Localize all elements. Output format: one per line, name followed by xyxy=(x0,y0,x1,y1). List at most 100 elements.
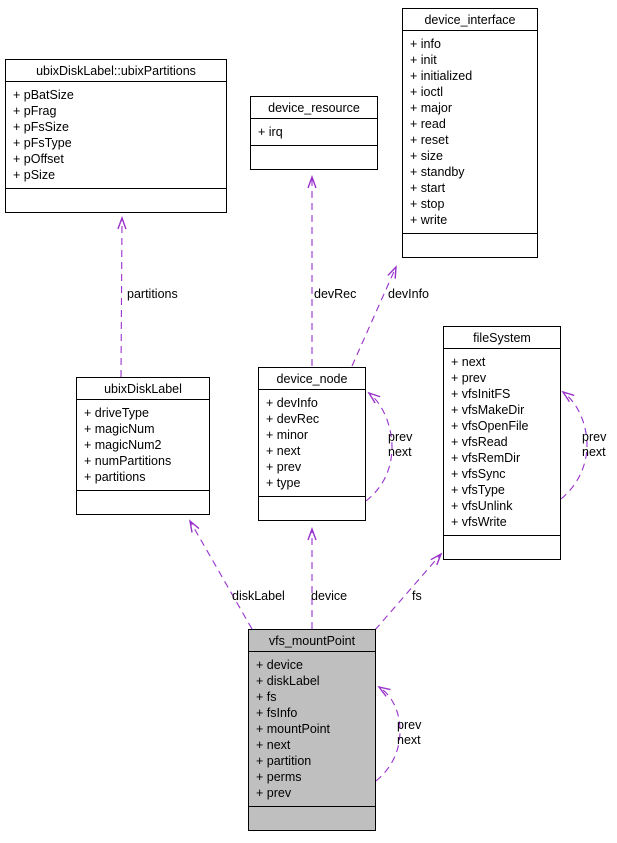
class-methods-compartment xyxy=(6,188,226,212)
class-box-ubixdisklabel[interactable]: ubixDiskLabel + driveType + magicNum + mag… xyxy=(76,377,210,515)
class-field: + vfsSync xyxy=(451,467,506,481)
class-field: + pFsSize xyxy=(13,120,69,134)
class-field: + diskLabel xyxy=(256,674,320,688)
class-field: + vfsInitFS xyxy=(451,387,511,401)
edge-self-filesystem xyxy=(560,392,588,500)
edge-fs xyxy=(374,554,441,631)
class-field: + pOffset xyxy=(13,152,64,166)
edge-label-next: next xyxy=(388,445,412,459)
class-fields: + info + init + initialized + ioctl + major +… xyxy=(403,31,537,233)
class-field: + write xyxy=(410,213,448,227)
class-fields: + pBatSize + pFrag + pFsSize + pFsType + pOf… xyxy=(6,82,226,188)
class-methods-compartment xyxy=(403,233,537,257)
class-title: device_node xyxy=(259,368,365,390)
class-field: + magicNum2 xyxy=(84,438,162,452)
edge-label-next: next xyxy=(397,733,421,747)
class-field: + prev xyxy=(451,371,487,385)
class-field: + start xyxy=(410,181,446,195)
edge-partitions xyxy=(121,218,122,378)
class-field: + numPartitions xyxy=(84,454,172,468)
class-fields: + irq xyxy=(251,119,377,145)
class-field: + init xyxy=(410,53,437,67)
class-field: + device xyxy=(256,658,303,672)
class-box-device-interface[interactable]: device_interface + info + init + initializ… xyxy=(402,8,538,258)
class-field: + fs xyxy=(256,690,277,704)
class-title: vfs_mountPoint xyxy=(249,630,375,652)
edge-label-next: next xyxy=(582,445,606,459)
class-box-vfs-mountpoint-current[interactable]: vfs_mountPoint + device+ diskLabel+ fs+ … xyxy=(248,629,376,831)
class-field: + pBatSize xyxy=(13,88,74,102)
class-field: + standby xyxy=(410,165,465,179)
class-field: + vfsRemDir xyxy=(451,451,521,465)
class-field: + mountPoint xyxy=(256,722,331,736)
class-field: + vfsWrite xyxy=(451,515,507,529)
class-field: + vfsType xyxy=(451,483,505,497)
class-field: + vfsOpenFile xyxy=(451,419,529,433)
class-field: + type xyxy=(266,476,301,490)
class-title: device_resource xyxy=(251,97,377,119)
class-box-device-node[interactable]: device_node + devInfo + devRec + minor + ne… xyxy=(258,367,366,521)
class-field: + major xyxy=(410,101,453,115)
class-field: + driveType xyxy=(84,406,149,420)
class-field: + next xyxy=(266,444,301,458)
edge-label-filesystem-prev-next: prev next xyxy=(582,430,606,460)
class-field: + devRec xyxy=(266,412,320,426)
edge-self-device-node xyxy=(365,393,393,502)
class-field: + ioctl xyxy=(410,85,444,99)
class-methods-compartment xyxy=(249,806,375,830)
class-title: ubixDiskLabel::ubixPartitions xyxy=(6,60,226,82)
class-field: + initialized xyxy=(410,69,473,83)
edge-label-vfs-mountpoint-prev-next: prev next xyxy=(397,718,421,748)
class-field: + size xyxy=(410,149,444,163)
edge-devInfo xyxy=(351,267,396,367)
class-field: + irq xyxy=(258,125,283,139)
class-fields: + device + diskLabel + fs + fsInfo + mountPo… xyxy=(249,652,375,806)
class-field: + vfsMakeDir xyxy=(451,403,525,417)
class-methods-compartment xyxy=(444,535,560,559)
class-field: + prev xyxy=(256,786,292,800)
class-field: + prev xyxy=(266,460,302,474)
class-field: + vfsRead xyxy=(451,435,508,449)
class-field: + minor xyxy=(266,428,309,442)
class-fields: + devInfo + devRec + minor + next + prev + ty… xyxy=(259,390,365,496)
edge-label-device-node-prev-next: prev next xyxy=(388,430,412,460)
class-title: device_interface xyxy=(403,9,537,31)
class-field: + devInfo xyxy=(266,396,318,410)
edge-diskLabel xyxy=(190,521,253,630)
class-fields: + next + prev + vfsInitFS + vfsMakeDir + vfs… xyxy=(444,349,560,535)
class-field: + vfsUnlink xyxy=(451,499,513,513)
class-methods-compartment xyxy=(259,496,365,520)
edge-label-devinfo: devInfo xyxy=(388,287,430,301)
class-title: fileSystem xyxy=(444,327,560,349)
class-fields: + driveType + magicNum + magicNum2 + numPar… xyxy=(77,400,209,490)
class-field: + pSize xyxy=(13,168,56,182)
edge-label-device: device xyxy=(311,589,348,603)
edge-label-prev: prev xyxy=(397,718,422,732)
class-field: + partitions xyxy=(84,470,146,484)
class-methods-compartment xyxy=(77,490,209,514)
edge-label-prev: prev xyxy=(388,430,413,444)
edge-label-fs: fs xyxy=(412,589,422,603)
class-field: + magicNum xyxy=(84,422,155,436)
class-field: + pFrag xyxy=(13,104,57,118)
class-methods-compartment xyxy=(251,145,377,169)
class-box-ubixdisklabel-ubixpartitions[interactable]: ubixDiskLabel::ubixPartitions + pBatSize… xyxy=(5,59,227,213)
class-field: + next xyxy=(451,355,486,369)
class-field: + stop xyxy=(410,197,445,211)
class-box-filesystem[interactable]: fileSystem + next + prev + vfsInitFS + vfsM… xyxy=(443,326,561,560)
class-field: + perms xyxy=(256,770,302,784)
class-field: + info xyxy=(410,37,441,51)
class-field: + pFsType xyxy=(13,136,72,150)
edge-label-partitions: partitions xyxy=(127,287,178,301)
class-box-device-resource[interactable]: device_resource + irq xyxy=(250,96,378,170)
edge-label-disklabel: diskLabel xyxy=(232,589,285,603)
class-field: + fsInfo xyxy=(256,706,298,720)
class-field: + reset xyxy=(410,133,449,147)
edge-self-vfs-mountpoint xyxy=(375,687,401,782)
edge-label-devrec: devRec xyxy=(314,287,357,301)
class-title: ubixDiskLabel xyxy=(77,378,209,400)
class-field: + read xyxy=(410,117,446,131)
edge-label-prev: prev xyxy=(582,430,607,444)
